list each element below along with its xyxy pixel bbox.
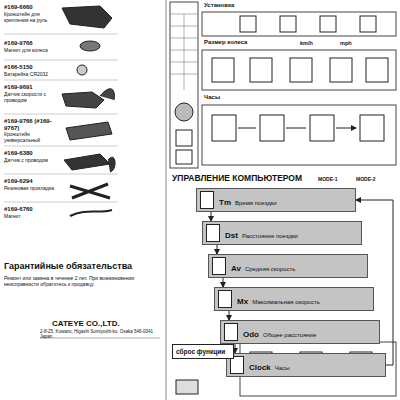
mode-band: Clock Часы: [226, 353, 386, 377]
mode-band: Av Средняя скорость: [208, 254, 368, 278]
note-text: 2-8-25, Kuwazu, Higashi Sumiyoshi-ku, Os…: [40, 330, 160, 340]
flow-arrow: [223, 278, 224, 287]
part-description: Кронштейн универсальный: [4, 132, 64, 143]
lcd-icon: [212, 257, 226, 275]
mode-band: Odo Общее расстояние: [220, 320, 380, 344]
callout-label: MODE-2: [356, 177, 392, 183]
part-number: #166-5150: [4, 64, 60, 71]
callout-label: Часы: [204, 94, 284, 101]
mode-description: Время поездки: [235, 200, 277, 206]
part-description: Датчик с проводом: [4, 158, 60, 164]
section-heading: Гарантийные обязательства: [4, 262, 164, 272]
flow-arrow: [217, 245, 218, 254]
part-description: Магнит для колеса: [4, 48, 68, 54]
lcd-icon: [218, 290, 232, 308]
lcd-icon: [224, 323, 238, 341]
mode-band: Tm Время поездки: [196, 188, 356, 212]
callout-label: Размер колеса: [204, 39, 284, 46]
flow-arrow: [229, 311, 230, 320]
sensor-drawing: [62, 89, 114, 108]
mode-description: Максимальная скорость: [252, 299, 320, 305]
part-description: Датчик скорости с проводом: [4, 92, 60, 103]
magnet-drawing: [70, 210, 112, 216]
part-number: #169-9691: [4, 84, 60, 91]
lcd-icon: [206, 224, 220, 242]
part-number: #169-6380: [4, 150, 60, 157]
part-description: Батарейка CR2032: [4, 72, 68, 78]
mode-name: сброс функции: [176, 348, 225, 355]
callout-label: mph: [340, 40, 370, 46]
part-number: #169-6760: [4, 206, 60, 213]
battery-drawing: [77, 65, 87, 75]
mode-name: Clock: [249, 363, 271, 372]
mode-name: Odo: [243, 330, 259, 339]
note-text: Ремонт или замена в течение 2 лет. При в…: [4, 276, 154, 287]
part-number: #169-9766 (#169-9767): [4, 118, 64, 131]
part-description: Магнит: [4, 214, 60, 220]
button-drawing: [175, 103, 193, 121]
callout-label: MODE-1: [318, 177, 354, 183]
flow-arrow: [235, 344, 236, 353]
part-description: Резиновая прокладка: [4, 186, 64, 192]
lcd-icon: [200, 191, 214, 209]
mode-description: Общее расстояние: [263, 332, 316, 338]
mode-name: Dst: [225, 231, 238, 240]
flow-arrow: [211, 212, 212, 221]
mode-name: Mx: [237, 297, 248, 306]
sensor-drawing: [64, 154, 115, 172]
mode-band: Dst Расстояние поездки: [202, 221, 362, 245]
section-heading: УПРАВЛЕНИЕ КОМПЬЮТЕРОМ: [172, 174, 312, 183]
part-description: Кронштейн для крепления на руль: [4, 12, 60, 23]
mode-description: Часы: [275, 365, 290, 371]
function-box: сброс функции: [172, 344, 234, 359]
mode-band: Mx Максимальная скорость: [214, 287, 374, 311]
mode-description: Средняя скорость: [245, 266, 295, 272]
part-number: #169-6660: [4, 4, 60, 11]
setup-table: [170, 14, 198, 90]
part-number: #169-9766: [4, 40, 60, 47]
magnet-drawing: [80, 41, 100, 51]
mode-name: Av: [231, 264, 241, 273]
bracket-drawing: [62, 6, 112, 28]
mode-description: Расстояние поездки: [242, 233, 298, 239]
bracket-drawing: [66, 122, 112, 140]
callout-label: Установка: [204, 2, 284, 9]
callout-label: km/h: [300, 40, 330, 46]
note-text: CATEYE CO.,LTD.: [52, 320, 162, 329]
pad-drawing: [70, 184, 110, 198]
part-number: #169-6294: [4, 178, 60, 185]
mode-name: Tm: [219, 198, 231, 207]
